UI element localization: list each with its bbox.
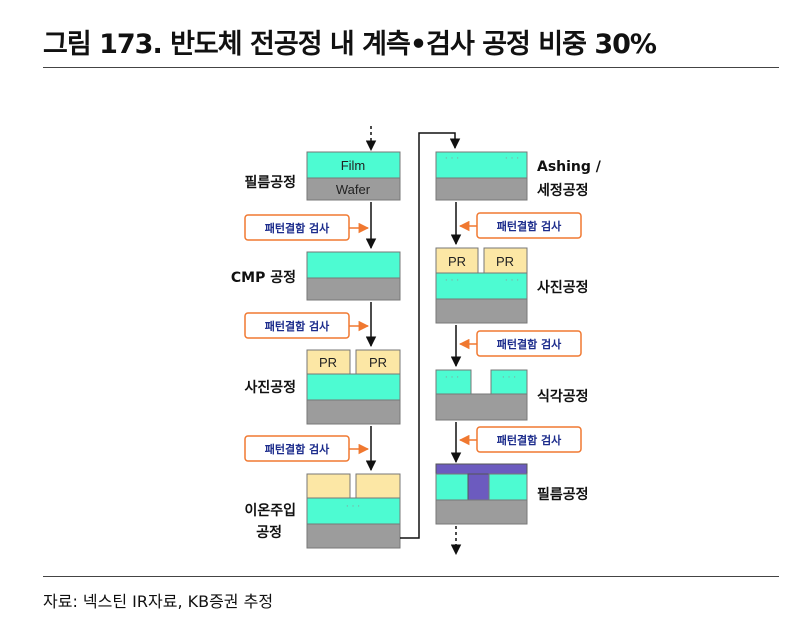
film-process-stack: Film Wafer xyxy=(306,151,401,201)
top-divider xyxy=(43,67,779,68)
inspection-label: 패턴결함 검사 xyxy=(265,221,330,235)
wafer-layer-label: Wafer xyxy=(336,182,371,197)
step-label-ion-line1: 이온주입 xyxy=(244,502,296,519)
step-label-film: 필름공정 xyxy=(244,174,296,191)
cmp-process-stack xyxy=(306,251,401,301)
inspection-label: 패턴결함 검사 xyxy=(497,337,562,351)
svg-text:· · ·: · · · xyxy=(505,154,519,164)
etch-process-stack: · · · · · · xyxy=(435,369,528,421)
inspection-label: 패턴결함 검사 xyxy=(497,433,562,447)
source-note: 자료: 넥스틴 IR자료, KB증권 추정 xyxy=(43,592,274,611)
pr-layer-label: PR xyxy=(319,355,337,370)
inspection-label: 패턴결함 검사 xyxy=(265,442,330,456)
pr-layer-label: PR xyxy=(496,254,514,269)
inspection-box: 패턴결함 검사 xyxy=(244,435,350,462)
bottom-divider xyxy=(43,576,779,577)
photo2-process-stack: PR PR · · · · · · xyxy=(435,247,528,324)
inspection-label: 패턴결함 검사 xyxy=(265,319,330,333)
ashing-process-stack: · · · · · · xyxy=(435,151,528,201)
inspection-box: 패턴결함 검사 xyxy=(244,312,350,339)
svg-text:· · ·: · · · xyxy=(445,276,459,286)
step-label-ashing-line1: Ashing / xyxy=(537,159,602,175)
film-layer-label: Film xyxy=(341,158,366,173)
photo-process-stack: PR PR xyxy=(306,349,401,425)
pr-layer-label: PR xyxy=(369,355,387,370)
svg-text:· · ·: · · · xyxy=(502,373,516,383)
step-label-photo2: 사진공정 xyxy=(537,279,589,296)
inspection-box: 패턴결함 검사 xyxy=(476,212,582,239)
inspection-box: 패턴결함 검사 xyxy=(476,426,582,453)
pr-layer-label: PR xyxy=(448,254,466,269)
page-title: 그림 173. 반도체 전공정 내 계측•검사 공정 비중 30% xyxy=(43,29,657,60)
inspection-label: 패턴결함 검사 xyxy=(497,219,562,233)
ion-implant-stack: · · · xyxy=(306,473,401,549)
step-label-film2: 필름공정 xyxy=(537,486,589,503)
svg-text:· · ·: · · · xyxy=(445,154,459,164)
inspection-box: 패턴결함 검사 xyxy=(244,214,350,241)
svg-text:· · ·: · · · xyxy=(505,276,519,286)
svg-text:· · ·: · · · xyxy=(445,373,459,383)
step-label-photo: 사진공정 xyxy=(244,379,296,396)
step-label-ion-line2: 공정 xyxy=(256,524,282,541)
step-label-ashing-line2: 세정공정 xyxy=(537,182,589,199)
step-label-etch: 식각공정 xyxy=(537,388,589,405)
inspection-box: 패턴결함 검사 xyxy=(476,330,582,357)
step-label-cmp: CMP 공정 xyxy=(231,269,296,286)
svg-text:· · ·: · · · xyxy=(346,502,360,512)
film2-process-stack xyxy=(435,463,528,525)
column-connector xyxy=(400,132,461,539)
